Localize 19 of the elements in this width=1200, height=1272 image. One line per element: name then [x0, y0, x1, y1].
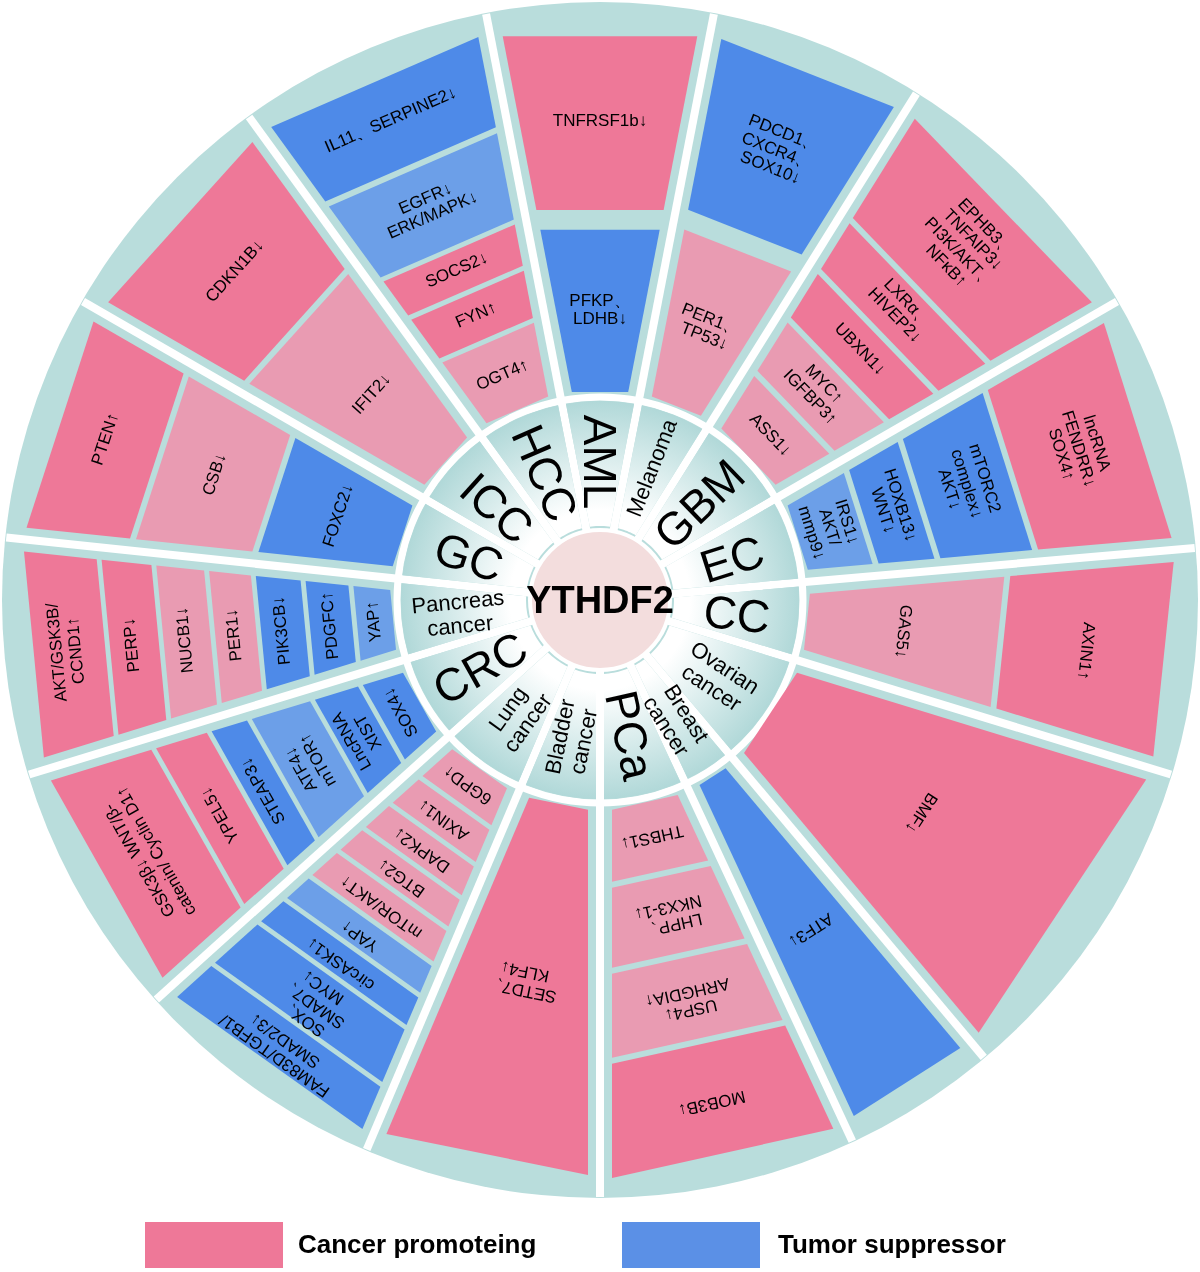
gene-box: TNFRSF1b↓ [502, 36, 698, 211]
gene-box: PFKP、 LDHB↓ [540, 229, 660, 392]
gene-box: YAP↑ [353, 586, 396, 661]
gene-box: AKT/GSK3B/ CCND1↑ [24, 551, 114, 758]
gene-box: LHPP、 NKX3-1↓ [612, 865, 745, 968]
gene-box: PERP↓ [101, 559, 167, 735]
gene-box: GAS5↓ [804, 576, 1005, 707]
gene-box: PTEN↑ [26, 321, 184, 539]
gene-box: USP4↓ ARHGDIA↑ [612, 943, 783, 1058]
gene-box: PDGFC↑ [305, 581, 356, 675]
gene-box: NUCB1↓ [156, 565, 218, 719]
gene-box: MOB3B↓ [612, 1025, 834, 1178]
legend-label: Tumor suppressor [778, 1229, 1006, 1260]
gene-box: PIK3CB↓ [255, 575, 310, 690]
gene-box: PER1↓ [209, 570, 262, 704]
legend-label: Cancer promoteing [298, 1229, 537, 1260]
gene-box: AXIN1↑ [996, 561, 1174, 757]
gene-box: THBS1↓ [612, 795, 709, 882]
gene-box: CSB↓ [135, 376, 291, 552]
